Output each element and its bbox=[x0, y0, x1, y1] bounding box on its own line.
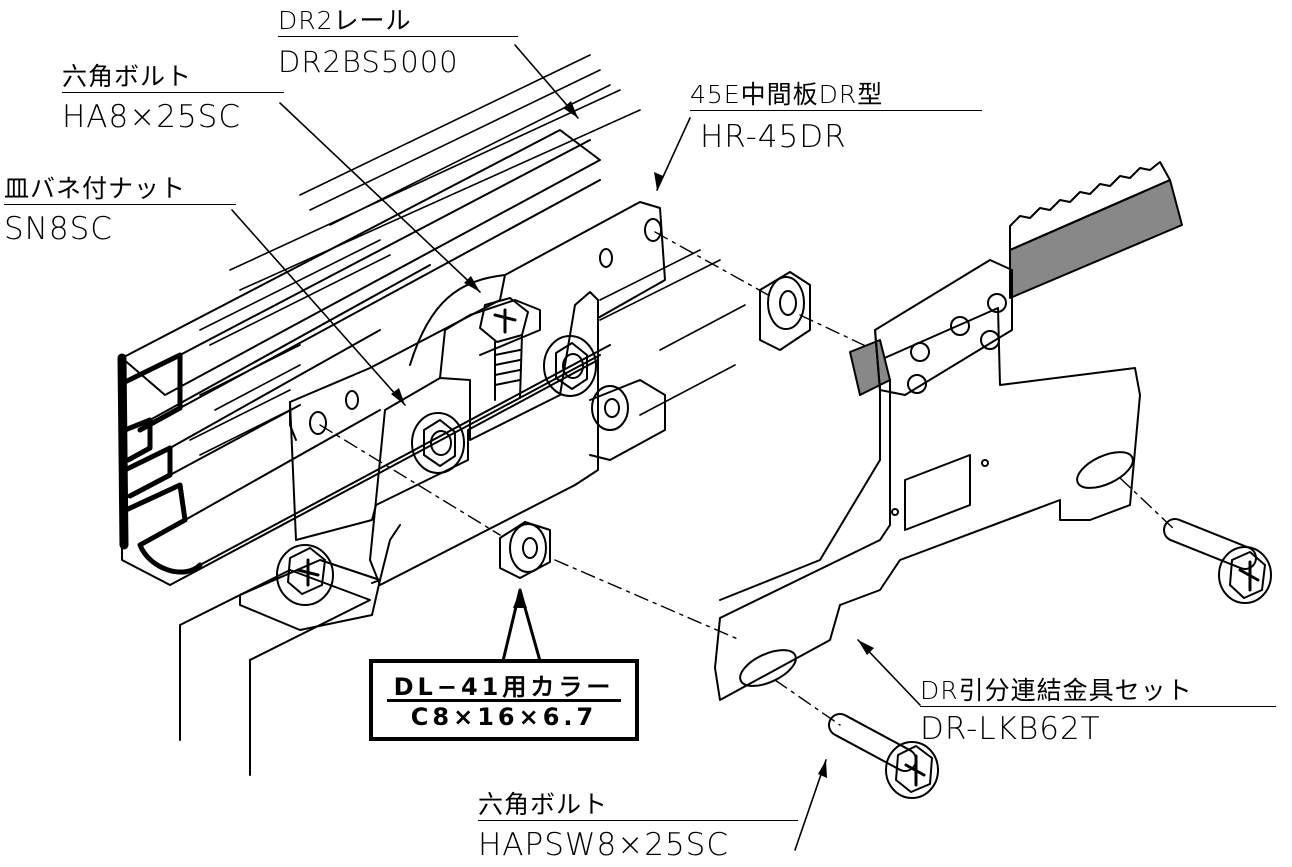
bracket-name-label: DR引分連結金具セット bbox=[920, 676, 1276, 707]
flange-nut-1 bbox=[411, 412, 465, 474]
top-bolt-name-label: 六角ボルト bbox=[62, 62, 284, 93]
rail-code-label: DR2BS5000 bbox=[278, 45, 459, 79]
plate-code-label: HR-45DR bbox=[700, 119, 847, 155]
rail-extrusion bbox=[117, 54, 746, 586]
connecting-bracket bbox=[714, 307, 1141, 701]
rack-clamp bbox=[874, 259, 1013, 396]
top-bolt-code-label: HA8×25SC bbox=[62, 99, 241, 135]
hex-bolt-bottom bbox=[828, 713, 939, 799]
door-panel bbox=[179, 569, 371, 776]
flange-nut-2 bbox=[543, 335, 597, 397]
flange-nut-3 bbox=[591, 385, 629, 431]
hanger-bracket bbox=[239, 291, 666, 631]
collar-name-label: DL−41用カラー bbox=[393, 673, 615, 701]
collar-bottom bbox=[499, 521, 551, 579]
hex-bolt-right bbox=[1163, 518, 1272, 604]
callout-divider bbox=[387, 699, 621, 702]
rail-name-label: DR2レール bbox=[278, 6, 518, 37]
leader-arrowheads bbox=[391, 101, 874, 778]
intermediate-plate bbox=[289, 201, 666, 541]
hex-bolt-lower-left bbox=[276, 544, 334, 606]
bracket-code-label: DR-LKB62T bbox=[920, 711, 1101, 747]
hex-bolt-top bbox=[479, 297, 529, 401]
nut-name-label: 皿バネ付ナット bbox=[4, 174, 236, 205]
nut-code-label: SN8SC bbox=[4, 211, 113, 247]
plate-name-label: 45E中間板DR型 bbox=[690, 80, 982, 111]
gear-rack bbox=[849, 161, 1183, 396]
bottom-bolt-code-label: HAPSW8×25SC bbox=[478, 827, 730, 863]
bottom-bolt-name-label: 六角ボルト bbox=[478, 790, 798, 821]
collar-callout-box: DL−41用カラー C8×16×6.7 bbox=[369, 659, 639, 741]
assembly-axes bbox=[319, 231, 1176, 726]
collar-top bbox=[759, 271, 811, 351]
collar-code-label: C8×16×6.7 bbox=[410, 703, 598, 731]
